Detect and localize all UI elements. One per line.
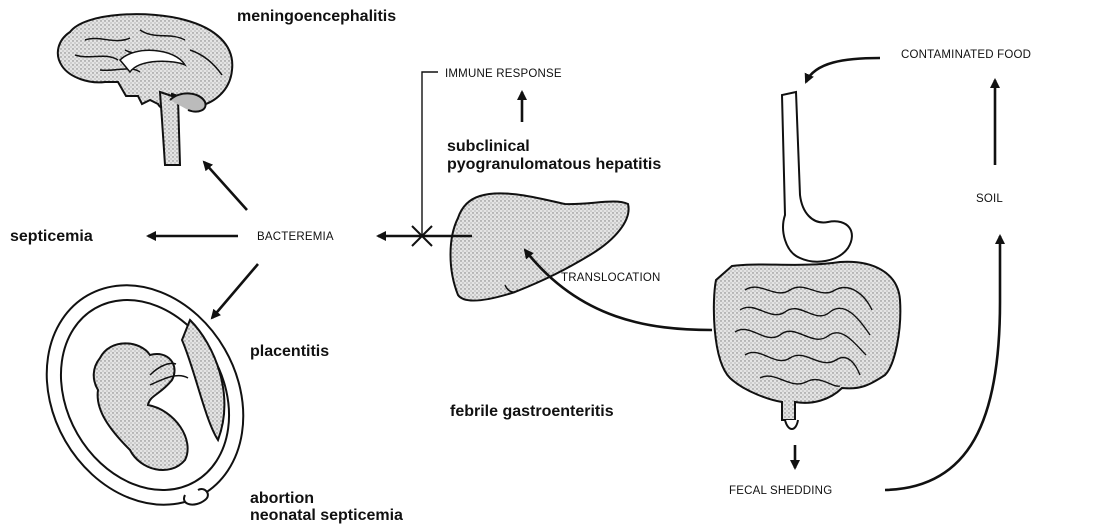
arrow-shedding-to-soil — [885, 236, 1000, 490]
label-subclinical: subclinical — [447, 138, 530, 156]
label-meningoencephalitis: meningoencephalitis — [237, 8, 396, 26]
label-neonatal-septicemia: neonatal septicemia — [250, 507, 403, 525]
label-febrile-gastroenteritis: febrile gastroenteritis — [450, 403, 614, 421]
label-pyogranulomatous-hepatitis: pyogranulomatous hepatitis — [447, 156, 661, 174]
label-immune-response: IMMUNE RESPONSE — [445, 67, 562, 81]
intestine-icon — [714, 92, 900, 429]
label-soil: SOIL — [976, 192, 1003, 206]
arrow-to-placenta — [212, 264, 258, 318]
fetus-in-uterus-icon — [8, 249, 282, 526]
arrow-food-to-esophagus — [806, 58, 880, 82]
label-abortion: abortion — [250, 490, 314, 508]
label-bacteremia: BACTEREMIA — [257, 230, 334, 244]
brain-icon — [58, 14, 232, 165]
label-placentitis: placentitis — [250, 343, 329, 361]
arrow-to-brain — [204, 162, 247, 210]
label-translocation: TRANSLOCATION — [561, 271, 661, 285]
immune-bracket — [422, 72, 438, 236]
label-fecal-shedding: FECAL SHEDDING — [729, 484, 832, 498]
label-septicemia: septicemia — [10, 228, 93, 246]
label-contaminated-food: CONTAMINATED FOOD — [901, 48, 1031, 62]
